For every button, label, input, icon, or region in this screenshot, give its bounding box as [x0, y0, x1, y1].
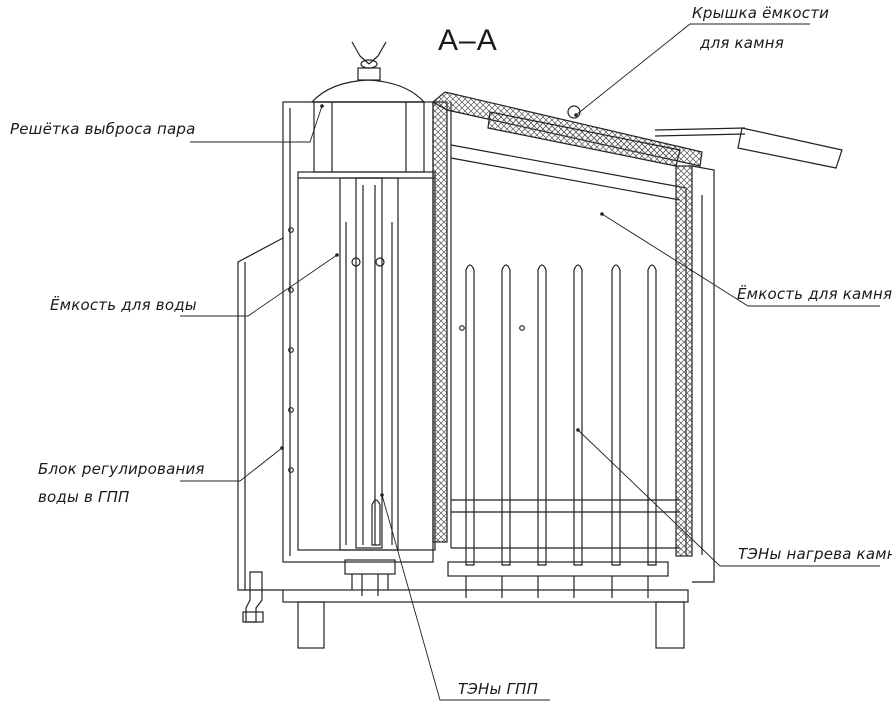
label-gpp-heaters: ТЭНы ГПП [458, 680, 539, 698]
label-stone-tank: Ёмкость для камня [737, 285, 892, 303]
label-stone-heaters: ТЭНы нагрева камня [738, 545, 892, 563]
insulation-wall [432, 101, 452, 548]
control-block-body [237, 237, 284, 591]
leader-dots [280, 104, 604, 497]
label-water-control-line1: Блок регулирования [38, 460, 205, 478]
stone-tank-lid [431, 91, 843, 169]
label-lid-line2: для камня [700, 34, 784, 52]
leader-lines [180, 23, 880, 701]
stone-heater-elements [459, 264, 657, 566]
water-tank-internals [339, 177, 399, 551]
base-frame [242, 559, 689, 649]
label-lid-line1: Крышка ёмкости [692, 4, 830, 22]
device-body [282, 101, 436, 563]
section-title: A–A [438, 24, 498, 57]
rivets [288, 227, 294, 473]
label-steam-grate: Решётка выброса пара [10, 120, 196, 138]
label-water-control-line2: воды в ГПП [38, 488, 130, 506]
steam-grate-dome [311, 41, 425, 173]
label-water-tank: Ёмкость для воды [50, 296, 197, 314]
